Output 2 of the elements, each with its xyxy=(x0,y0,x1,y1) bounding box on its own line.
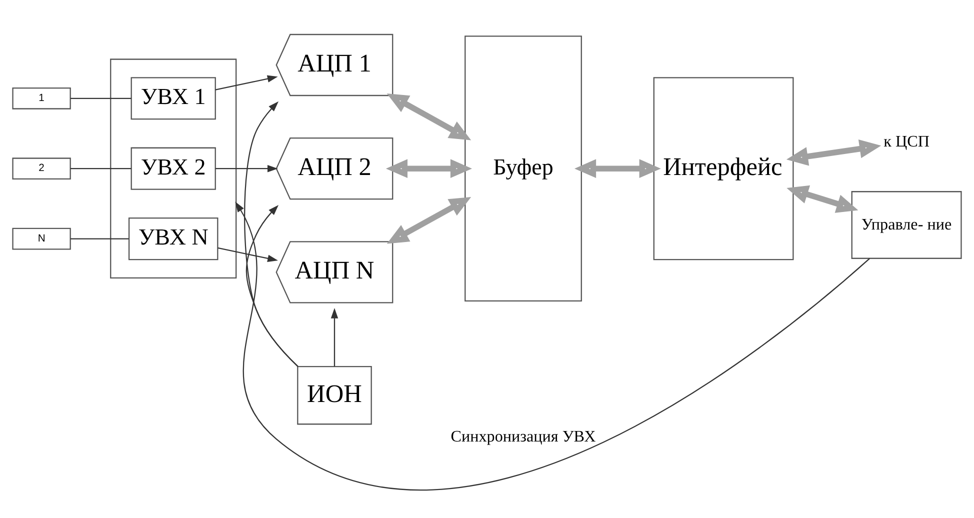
edge-label: Синхронизация УВХ xyxy=(450,428,596,446)
node-text: к ЦСП xyxy=(884,133,930,150)
